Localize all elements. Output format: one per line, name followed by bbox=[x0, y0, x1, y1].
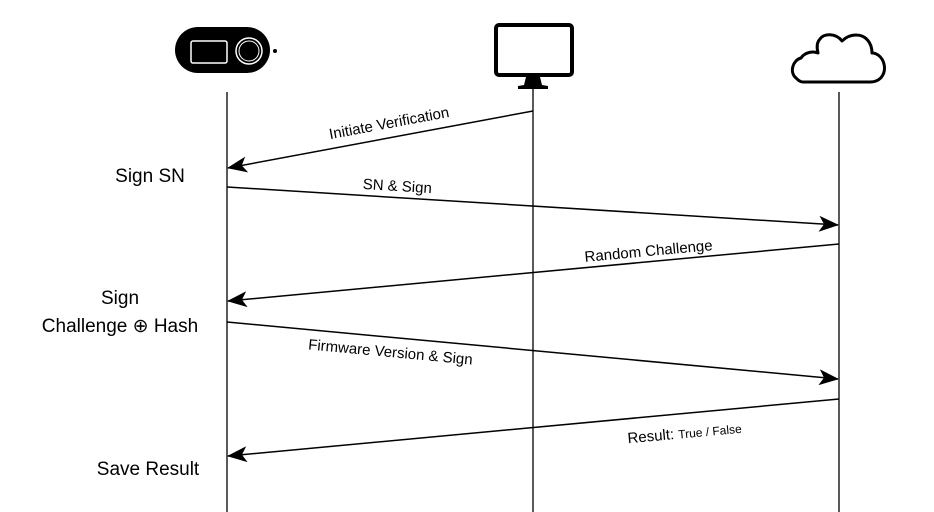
message-label: Result: bbox=[627, 426, 675, 447]
note-text: Sign SN bbox=[115, 166, 185, 187]
message-label-suffix: True / False bbox=[678, 422, 743, 442]
svg-text:Result: True / False: Result: True / False bbox=[627, 420, 743, 448]
note-sign-challenge: Sign Challenge ⊕ Hash bbox=[10, 285, 230, 341]
monitor-icon bbox=[494, 23, 574, 89]
note-save-result: Save Result bbox=[76, 456, 220, 484]
message-sn-and-sign: SN & Sign bbox=[226, 176, 839, 232]
message-label: Firmware Version & Sign bbox=[307, 336, 473, 368]
note-text-line1: Sign bbox=[100, 288, 140, 309]
note-text-line2: Challenge ⊕ Hash bbox=[41, 316, 199, 337]
note-text: Save Result bbox=[96, 459, 200, 480]
hardware-wallet-icon bbox=[175, 27, 277, 73]
message-result: Result: True / False bbox=[227, 398, 840, 463]
note-sign-sn: Sign SN bbox=[92, 163, 208, 191]
message-initiate-verification: Initiate Verification bbox=[227, 104, 534, 173]
cloud-icon bbox=[790, 33, 886, 84]
message-label: SN & Sign bbox=[362, 176, 432, 197]
